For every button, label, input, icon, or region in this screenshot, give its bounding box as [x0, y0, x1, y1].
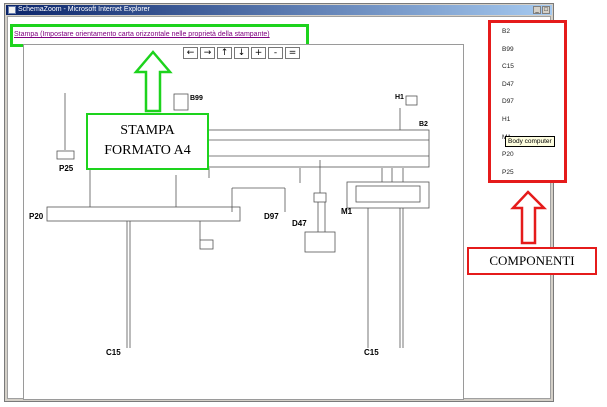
window-title: SchemaZoom - Microsoft Internet Explorer	[18, 6, 150, 13]
component-item-d97[interactable]: D97	[502, 98, 514, 106]
pan-up-button[interactable]: ↑	[217, 47, 232, 59]
wiring-diagram	[23, 44, 464, 400]
component-item-b99[interactable]: B99	[502, 45, 514, 53]
browser-window: SchemaZoom - Microsoft Internet Explorer…	[4, 3, 554, 402]
zoom-out-button[interactable]: -	[268, 47, 283, 59]
label-b2: B2	[419, 121, 428, 128]
label-d97: D97	[264, 212, 279, 221]
print-link[interactable]: Stampa (Impostare orientamento carta ori…	[14, 31, 270, 38]
label-p20: P20	[29, 212, 44, 221]
minimize-button[interactable]: _	[533, 6, 541, 14]
callout-line-1: STAMPA	[120, 123, 175, 138]
component-item-p20[interactable]: P20	[502, 151, 514, 159]
component-item-d47[interactable]: D47	[502, 80, 514, 88]
callout-line-2: FORMATO A4	[104, 143, 191, 158]
label-m1: M1	[341, 207, 353, 216]
maximize-button[interactable]: □	[542, 6, 550, 14]
component-item-h1[interactable]: H1	[502, 115, 511, 123]
print-format-callout: STAMPA FORMATO A4	[86, 113, 209, 170]
components-list: B2 B99 C15 D47 D97 H1 M1 P20 P25	[502, 27, 514, 185]
pan-down-button[interactable]: ↓	[234, 47, 249, 59]
label-c15-right: C15	[364, 348, 379, 357]
zoom-reset-button[interactable]: =	[285, 47, 300, 59]
pan-left-button[interactable]: ←	[183, 47, 198, 59]
label-p25: P25	[59, 164, 74, 173]
title-bar: SchemaZoom - Microsoft Internet Explorer…	[6, 5, 552, 15]
component-item-c15[interactable]: C15	[502, 63, 514, 71]
zoom-in-button[interactable]: +	[251, 47, 266, 59]
components-panel: B2 B99 C15 D47 D97 H1 M1 P20 P25	[488, 20, 567, 183]
label-d47: D47	[292, 219, 307, 228]
zoom-toolbar: ← → ↑ ↓ + - =	[183, 47, 300, 59]
ie-icon	[8, 6, 16, 14]
label-b99: B99	[190, 95, 203, 102]
label-c15-left: C15	[106, 348, 121, 357]
pan-right-button[interactable]: →	[200, 47, 215, 59]
component-item-b2[interactable]: B2	[502, 28, 510, 35]
component-tooltip: Body computer	[505, 136, 555, 147]
page-content: Stampa (Impostare orientamento carta ori…	[7, 16, 551, 400]
component-item-p25[interactable]: P25	[502, 168, 514, 176]
label-h1: H1	[395, 94, 404, 101]
components-callout: COMPONENTI	[467, 247, 597, 275]
